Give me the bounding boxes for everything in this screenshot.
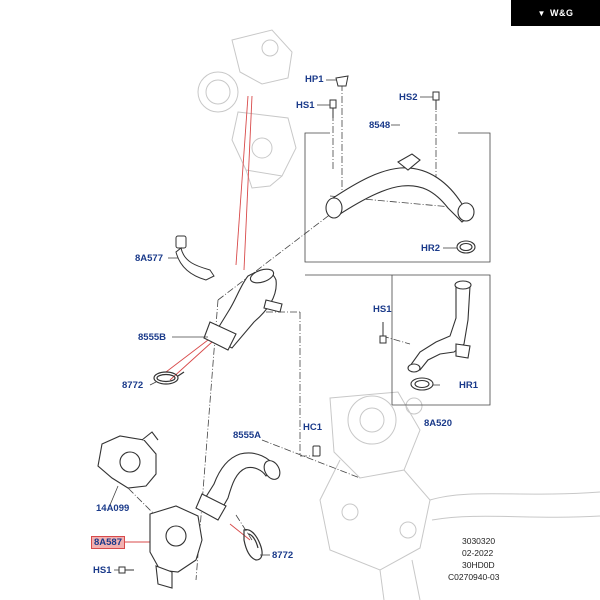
label-tick-lines xyxy=(109,79,457,571)
hs1-bolt-part xyxy=(329,99,337,118)
label-hr1: HR1 xyxy=(459,380,479,391)
label-hs1-top: HS1 xyxy=(296,100,315,111)
brand-text: W&G xyxy=(549,8,574,18)
red-leader-lines xyxy=(124,95,253,543)
label-8772-bottom: 8772 xyxy=(272,550,294,561)
brand-mark-icon: ▼ xyxy=(537,8,546,18)
label-hs1-bottom: HS1 xyxy=(93,565,112,576)
label-8a577: 8A577 xyxy=(135,253,163,264)
ref-code-2: 02-2022 xyxy=(462,548,494,558)
label-8548: 8548 xyxy=(369,120,391,131)
sensor-8a577-part xyxy=(175,235,215,281)
hose-8555a-part xyxy=(195,452,281,521)
label-hp1: HP1 xyxy=(305,74,324,85)
hr2-seal-ring-part xyxy=(456,240,476,254)
ref-code-3: 30HD0D xyxy=(462,560,495,570)
coolant-pipe-8a520-part xyxy=(407,280,472,373)
label-hs1-mid: HS1 xyxy=(373,304,392,315)
clamp-8772-bottom-part xyxy=(243,529,263,561)
label-8772-top: 8772 xyxy=(122,380,144,391)
hp1-clip-part xyxy=(335,75,349,87)
turbocharger-background xyxy=(197,29,297,189)
hose-8555b-part xyxy=(203,268,283,351)
hs1-bolt-mid-part xyxy=(379,322,387,344)
water-pump-background xyxy=(319,391,600,600)
assembly-box-8548 xyxy=(304,132,491,406)
label-8555a: 8555A xyxy=(233,430,261,441)
thermostat-housing-8a587-part xyxy=(149,505,203,589)
hs1-bolt-bottom-part xyxy=(118,566,134,574)
coolant-pipe-8548-part xyxy=(325,153,475,223)
hc1-clip-part xyxy=(312,445,321,457)
label-14a099: 14A099 xyxy=(96,503,130,514)
hs2-bolt-part xyxy=(432,91,440,110)
label-hc1: HC1 xyxy=(303,422,323,433)
label-hs2: HS2 xyxy=(399,92,418,103)
brand-logo: ▼ W&G xyxy=(511,0,600,26)
ref-code-4: C0270940-03 xyxy=(448,572,500,582)
hr1-seal-ring-part xyxy=(410,377,434,391)
label-8a587-highlighted: 8A587 xyxy=(91,536,125,549)
label-8555b: 8555B xyxy=(138,332,166,343)
label-8a520: 8A520 xyxy=(424,418,452,429)
bracket-14a099-part xyxy=(97,431,159,489)
label-hr2: HR2 xyxy=(421,243,441,254)
leader-lines xyxy=(119,84,463,581)
ref-code-1: 3030320 xyxy=(462,536,496,546)
clamp-8772-top-part xyxy=(153,371,185,385)
